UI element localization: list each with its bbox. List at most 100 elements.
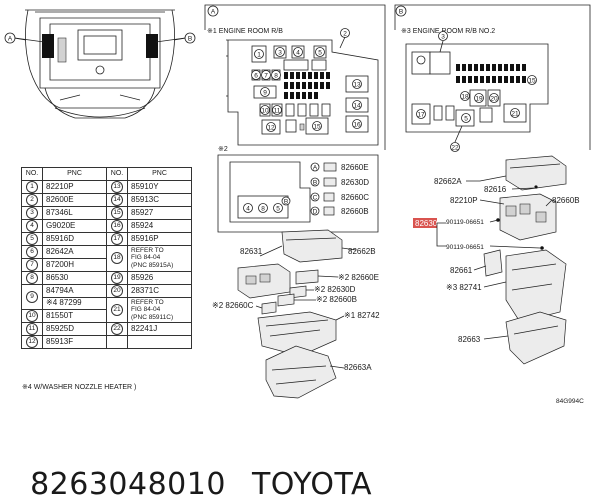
- label-82630-highlight: 82630: [415, 219, 438, 228]
- row-number-badge: 16: [111, 219, 123, 232]
- highlight-box: [413, 218, 437, 228]
- cell-no-right: 13: [106, 179, 128, 194]
- label-82660b: 82660B: [552, 196, 580, 205]
- svg-text:1: 1: [257, 52, 261, 59]
- cell-pnc-right: 85927: [127, 205, 192, 220]
- row-number-badge: 22: [111, 323, 123, 335]
- footer-brand: TOYOTA: [251, 467, 373, 502]
- svg-text:13: 13: [353, 82, 361, 89]
- cell-no-left: 7: [21, 257, 43, 272]
- svg-text:14: 14: [353, 103, 361, 110]
- cell-no-right: 20: [106, 283, 128, 298]
- svg-text:15: 15: [313, 124, 321, 131]
- panel-b-letter: B: [399, 9, 403, 16]
- table-row: 4 G9020E 16 85924: [21, 218, 192, 233]
- label-82662a: 82662A: [434, 177, 462, 186]
- cell-no-left: 2: [21, 192, 43, 207]
- cell-no-left: 8: [21, 270, 43, 285]
- row-number-badge: 1: [26, 180, 38, 193]
- svg-text:21: 21: [511, 111, 519, 118]
- fuse-grid-a: [284, 72, 330, 99]
- cell-pnc-right: [127, 335, 192, 349]
- cell-no-left: 11: [21, 322, 43, 336]
- cell-pnc-left: 81550T: [42, 309, 107, 323]
- svg-text:11: 11: [274, 108, 281, 115]
- cell-pnc-left: 84794A: [42, 283, 107, 298]
- row-number-badge: 10: [26, 310, 38, 322]
- svg-text:2: 2: [343, 31, 347, 38]
- footer-part-number: 8263048010: [30, 467, 226, 502]
- table-row: 7 87200H: [21, 257, 192, 272]
- cell-no-left: 9: [21, 283, 43, 310]
- cell-no-left: 5: [21, 231, 43, 246]
- panel-a: A ※1 ENGINE ROOM R/B: [204, 4, 386, 150]
- cell-no-left: 6: [21, 244, 43, 259]
- row-number-badge: 15: [111, 206, 123, 219]
- cell-pnc-left: G9020E: [42, 218, 107, 233]
- header-pnc-1: PNC: [42, 167, 107, 181]
- svg-text:6: 6: [254, 73, 258, 80]
- row-number-badge: 14: [111, 193, 123, 206]
- panel-a-callouts: 1 2 3 4 5 6 7 8 9 10 11 12 13 14 15 16: [251, 28, 362, 132]
- inset-label-82660c: 82660C: [341, 193, 369, 202]
- label-82631: 82631: [240, 247, 263, 256]
- row-number-badge: 7: [26, 258, 38, 271]
- cell-pnc-left: 85916D: [42, 231, 107, 246]
- label-82630d: ※2 82630D: [314, 285, 356, 294]
- cell-no-left: 3: [21, 205, 43, 220]
- cell-pnc-right: 85924: [127, 218, 192, 233]
- cell-no-left: 1: [21, 179, 43, 194]
- svg-text:5: 5: [318, 50, 322, 57]
- cell-no-right: 16: [106, 218, 128, 233]
- cell-pnc-right: 85910Y: [127, 179, 192, 194]
- label-82741: ※3 82741: [446, 283, 482, 292]
- cell-no-left: 12: [21, 335, 43, 349]
- cell-pnc-right: REFER TO FIG 84-04 (PNC 85911C): [127, 296, 192, 323]
- cell-pnc-left: 82642A: [42, 244, 107, 259]
- svg-text:18: 18: [461, 94, 469, 101]
- cell-pnc-left: 82210P: [42, 179, 107, 194]
- row-number-badge: 9: [26, 290, 38, 303]
- svg-text:16: 16: [353, 122, 361, 129]
- svg-text:22: 22: [451, 145, 459, 152]
- row-number-badge: 6: [26, 245, 38, 258]
- label-82742: ※1 82742: [344, 311, 380, 320]
- label-82663: 82663: [458, 335, 481, 344]
- cell-no-right: 22: [106, 322, 128, 336]
- cell-pnc-right: 85913C: [127, 192, 192, 207]
- cell-pnc-left: ※4 87299: [42, 296, 107, 310]
- svg-text:C: C: [313, 195, 318, 202]
- inset-connectors: ※2 4 8 5 B A B C D 82660E 82630D 82660C …: [217, 146, 379, 233]
- svg-text:5: 5: [276, 206, 280, 213]
- row-number-badge: 19: [111, 271, 123, 284]
- row-number-badge: 5: [26, 232, 38, 245]
- cell-no-right: 18: [106, 244, 128, 272]
- svg-text:12: 12: [267, 125, 275, 132]
- cell-pnc-left: 85925D: [42, 322, 107, 336]
- label-90119-06651-upper: 90119-06651: [446, 219, 484, 226]
- row-number-badge: 4: [26, 219, 38, 232]
- cell-no-right: 21: [106, 296, 128, 323]
- row-number-badge: 17: [111, 232, 123, 245]
- cell-no-right: [106, 335, 128, 349]
- inset-label-82630d: 82630D: [341, 178, 369, 187]
- right-exploded-view: 82662A 82616 82660B 82210P 82630 90119-0…: [413, 155, 580, 365]
- cell-pnc-right: 28371C: [127, 283, 192, 298]
- callout-a-label: A: [8, 36, 13, 43]
- fuse-grid-b: [456, 64, 526, 83]
- svg-text:D: D: [313, 209, 318, 216]
- table-header-row: NO. PNC NO. PNC: [21, 167, 192, 181]
- cell-pnc-left: 87200H: [42, 257, 107, 272]
- svg-text:15: 15: [528, 78, 536, 85]
- svg-text:3: 3: [278, 50, 282, 57]
- label-82616: 82616: [484, 185, 507, 194]
- footnote: ※4 W/WASHER NOZZLE HEATER ): [22, 384, 137, 391]
- center-exploded-view: 82631 82662B ※2 82660E ※2 82630D ※2 8266…: [212, 229, 380, 399]
